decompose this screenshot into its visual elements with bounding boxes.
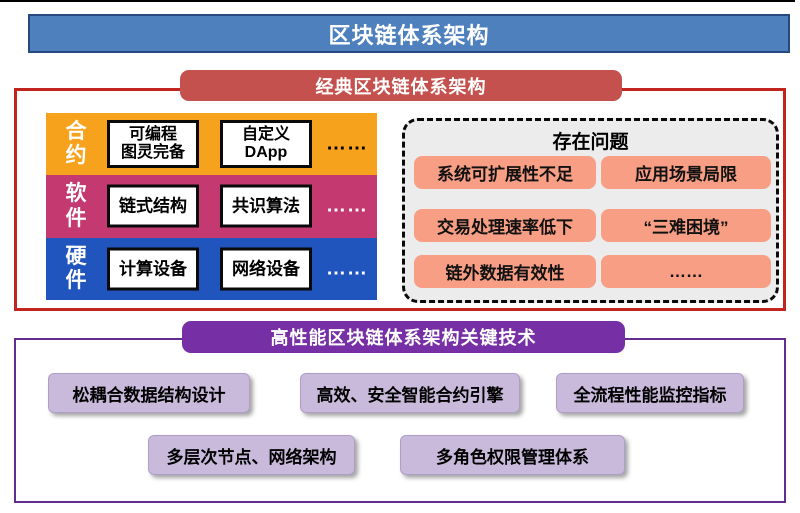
layer-label-software: 软件 [65, 182, 87, 230]
tech-item-loose-coupled-data-structure: 松耦合数据结构设计 [48, 373, 250, 413]
tech-item-multirole-permission: 多角色权限管理体系 [400, 435, 625, 475]
problem-item: “三难困境” [601, 209, 771, 242]
layer-label-hardware: 硬件 [65, 244, 87, 292]
layer-item-consensus-algorithm: 共识算法 [220, 184, 312, 228]
layer-item-custom-dapp: 自定义 DApp [220, 120, 312, 169]
tech-item-smart-contract-engine: 高效、安全智能合约引擎 [300, 373, 520, 413]
layer-stack: 合约 可编程 图灵完备 自定义 DApp …… 软件 链式结构 共识算法 …… … [46, 113, 377, 300]
tech-item-multilevel-node-network: 多层次节点、网络架构 [148, 435, 355, 475]
layer-row-contract: 合约 可编程 图灵完备 自定义 DApp …… [46, 113, 377, 176]
problem-item-ellipsis: …… [601, 255, 771, 288]
problem-item: 交易处理速率低下 [414, 209, 596, 242]
layer-item-programmable-turing-complete: 可编程 图灵完备 [107, 120, 199, 169]
classic-section-header: 经典区块链体系架构 [180, 70, 622, 101]
layer-item-computing-device: 计算设备 [107, 247, 199, 291]
layer-row-software: 软件 链式结构 共识算法 …… [46, 175, 377, 238]
problems-panel: 存在问题 系统可扩展性不足 应用场景局限 交易处理速率低下 “三难困境” 链外数… [402, 118, 779, 303]
ellipsis-dots: …… [326, 194, 368, 217]
keytech-section-header: 高性能区块链体系架构关键技术 [182, 321, 625, 353]
layer-row-hardware: 硬件 计算设备 网络设备 …… [46, 237, 377, 300]
problem-item: 应用场景局限 [601, 156, 771, 189]
problems-title: 存在问题 [552, 132, 629, 153]
ellipsis-dots: …… [326, 257, 368, 280]
problem-item: 系统可扩展性不足 [414, 156, 596, 189]
layer-item-chain-structure: 链式结构 [107, 184, 199, 228]
main-title-banner: 区块链体系架构 [28, 14, 790, 53]
problem-item: 链外数据有效性 [414, 255, 596, 288]
layer-label-contract: 合约 [65, 120, 87, 168]
layer-item-network-device: 网络设备 [220, 247, 312, 291]
main-title: 区块链体系架构 [328, 22, 490, 48]
tech-item-performance-monitoring: 全流程性能监控指标 [556, 373, 744, 413]
ellipsis-dots: …… [326, 132, 368, 155]
top-rule [0, 0, 795, 2]
keytech-section [14, 338, 786, 503]
